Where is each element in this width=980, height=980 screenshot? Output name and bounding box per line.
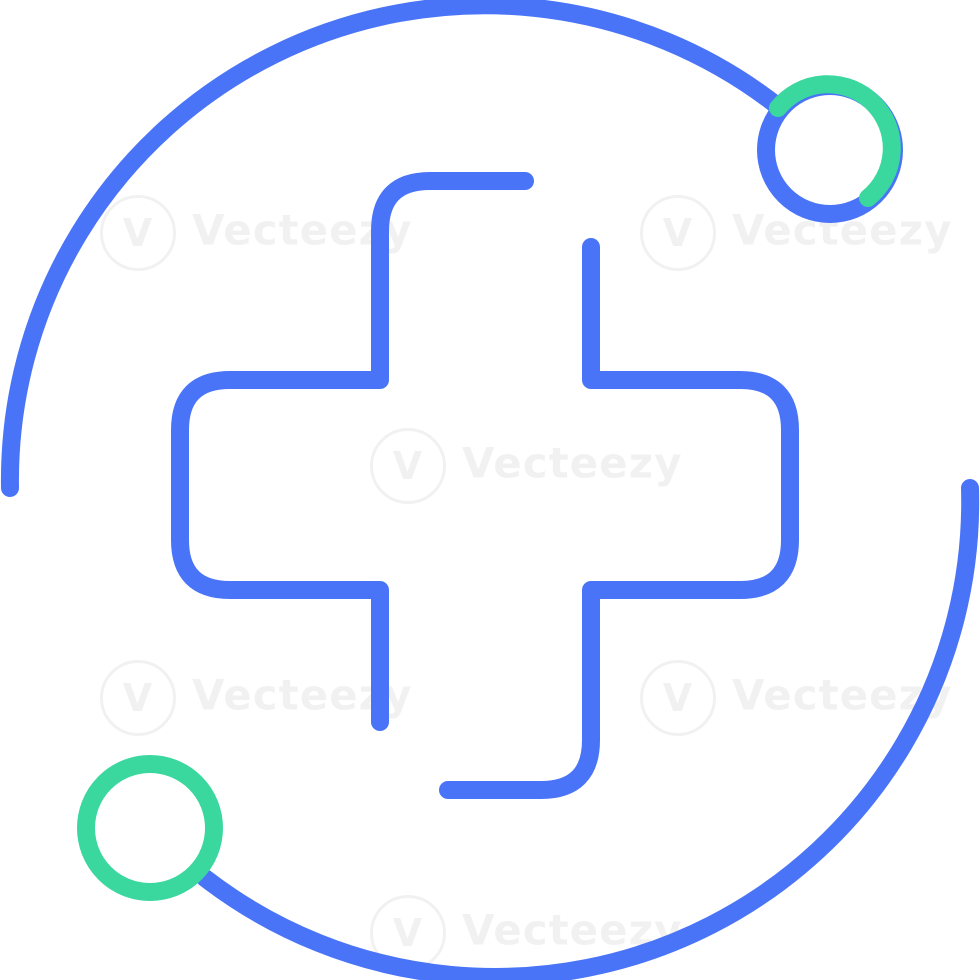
cross-outline-right <box>439 238 799 799</box>
watermark-3: V Vecteezy <box>370 428 682 504</box>
orbit-node-top-right-accent <box>769 75 901 207</box>
watermark-logo: V <box>370 428 446 504</box>
ring-arc-upper-left <box>0 0 789 497</box>
watermark-logo: V <box>100 195 176 271</box>
cross-outline <box>171 172 534 731</box>
watermark-logo: V <box>640 195 716 271</box>
watermark-logo: V <box>640 660 716 736</box>
ring-arc-lower-right <box>196 479 980 980</box>
watermark-text: Vecteezy <box>462 438 683 488</box>
watermark-logo: V <box>100 660 176 736</box>
orbit-node-bottom-left-icon <box>77 755 223 901</box>
